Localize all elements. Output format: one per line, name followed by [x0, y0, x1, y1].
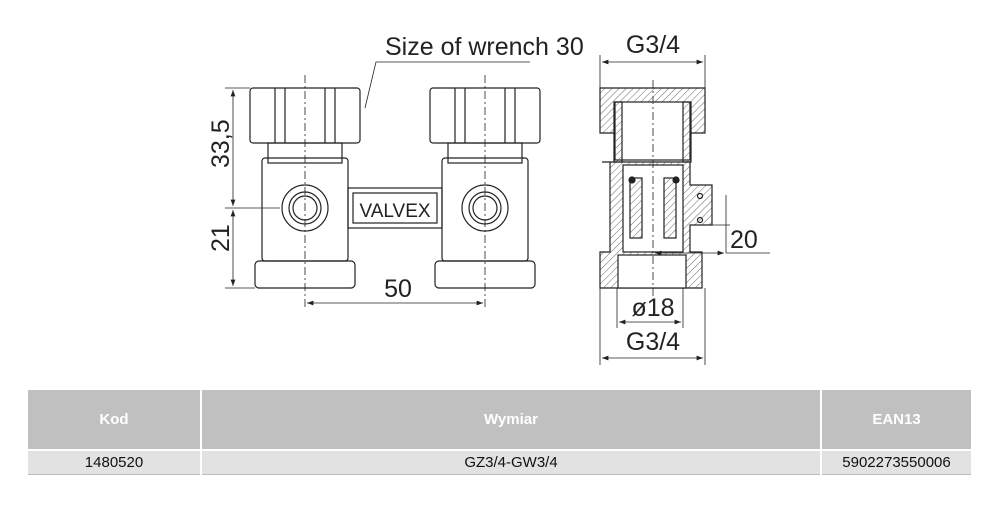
brand-label: VALVEX [359, 201, 430, 222]
dimensions-section [599, 55, 770, 365]
table-header-row: Kod Wymiar EAN13 [28, 390, 971, 450]
dimensions-front [225, 61, 530, 306]
dim-thread-top: G3/4 [626, 31, 680, 59]
header-ean13: EAN13 [821, 390, 971, 450]
valve-section-view [599, 80, 713, 300]
table-row: 1480520 GZ3/4-GW3/4 5902273550006 [28, 449, 971, 475]
cell-kod: 1480520 [28, 449, 202, 475]
header-wymiar: Wymiar [201, 390, 822, 450]
valve-left [249, 75, 361, 310]
wrench-label: Size of wrench 30 [385, 33, 584, 61]
cell-wymiar: GZ3/4-GW3/4 [201, 449, 822, 475]
valve-right [429, 75, 541, 310]
dim-height-top: 33,5 [207, 119, 235, 168]
product-table: Kod Wymiar EAN13 1480520 GZ3/4-GW3/4 590… [28, 390, 971, 475]
dim-spacing: 50 [384, 275, 412, 303]
dim-offset: 20 [730, 226, 758, 254]
dim-thread-bottom: G3/4 [626, 328, 680, 356]
valve-bridge: VALVEX [347, 187, 443, 229]
header-kod: Kod [28, 390, 202, 450]
dim-height-bottom: 21 [207, 224, 235, 252]
dim-diameter: ø18 [631, 294, 674, 322]
cell-ean13: 5902273550006 [821, 449, 971, 475]
technical-drawing: VALVEX 33,5 21 50 Size of wrench 30 [207, 31, 770, 365]
